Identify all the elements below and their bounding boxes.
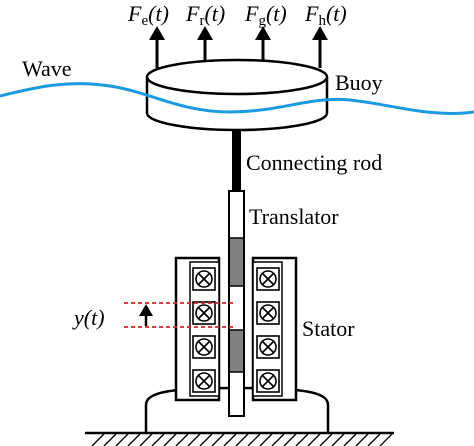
displacement-arrow [139,304,153,326]
wave-label: Wave [22,56,72,81]
stator-label: Stator [302,316,355,341]
force-label-e: Fe(t) [127,1,169,29]
force-label-r: Fr(t) [185,1,225,29]
translator-magnet [230,330,243,372]
translator-magnet [230,238,243,286]
displacement-markers [124,302,236,328]
coil-icon [256,267,280,393]
connecting-rod [232,131,241,191]
ground [85,431,394,446]
buoy [145,58,329,132]
displacement-label: y(t) [72,305,105,330]
force-label-g: Fg(t) [244,1,287,29]
buoy-label: Buoy [335,70,383,95]
translator-label: Translator [249,204,339,229]
connecting-rod-label: Connecting rod [246,150,382,175]
coil-icon [192,267,216,393]
stator-left [174,256,221,402]
force-label-h: Fh(t) [304,1,347,29]
stator-right [251,256,298,402]
wave-line [0,82,474,115]
force-labels: Fe(t) Fr(t) Fg(t) Fh(t) [127,1,347,29]
